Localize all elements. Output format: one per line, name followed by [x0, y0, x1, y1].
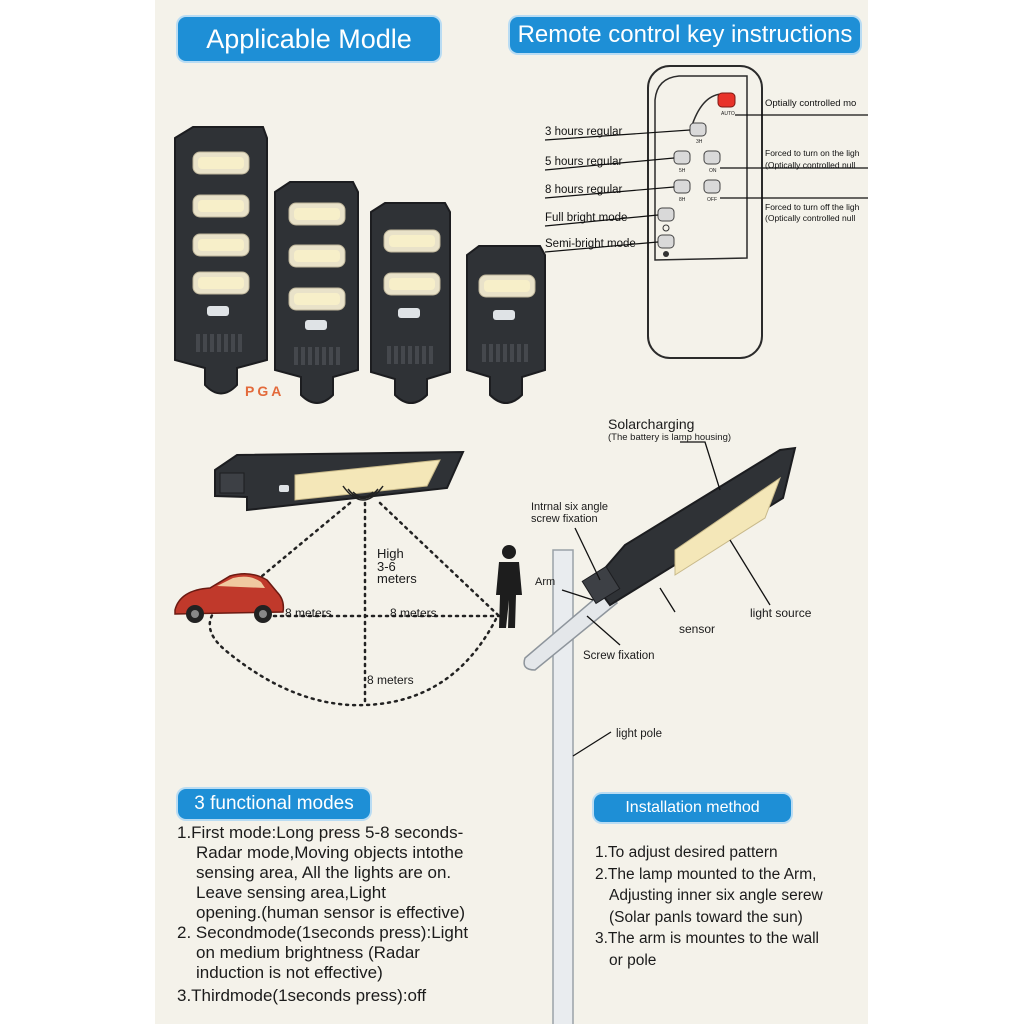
auto-key[interactable]: [717, 92, 736, 108]
install-step-2: 2.The lamp mounted to the Arm,: [595, 865, 817, 883]
remote-note-on-1: Forced to turn on the ligh: [765, 148, 860, 158]
pga-watermark: PGA: [245, 383, 285, 399]
screw-fixation-label: Screw fixation: [583, 650, 655, 662]
lamp-model-3-panel: [274, 181, 359, 404]
3h-key-text: 3H: [696, 139, 703, 145]
solar-charging-sub: (The battery is lamp housing): [608, 432, 732, 443]
8h-key-text: 8H: [679, 197, 686, 203]
mode-line-1: 1.First mode:Long press 5-8 seconds-: [177, 823, 464, 842]
radar-sensing-diagram: [174, 450, 522, 707]
mode-line-9: 3.Thirdmode(1seconds press):off: [177, 986, 427, 1005]
remote-label-5h: 5 hours regular: [545, 156, 623, 168]
on-key[interactable]: [703, 150, 721, 165]
remote-note-on-2: (Optically controlled null: [765, 160, 856, 170]
installation-steps-text: 1.To adjust desired pattern 2.The lamp m…: [595, 842, 865, 971]
remote-label-3h: 3 hours regular: [545, 126, 623, 138]
radar-left-distance: 8 meters: [285, 606, 332, 620]
mode-line-5: opening.(human sensor is effective): [196, 903, 466, 922]
remote-control-header: Remote control key instructions: [510, 17, 860, 53]
off-key[interactable]: [703, 179, 721, 194]
remote-note-off-1: Forced to turn off the ligh: [765, 202, 860, 212]
person-icon: [496, 545, 522, 628]
remote-control-header-text: Remote control key instructions: [517, 21, 853, 48]
car-icon: [174, 573, 285, 623]
install-step-2b: Adjusting inner six angle serew: [609, 887, 823, 904]
mode-line-4: Leave sensing area,Light: [196, 883, 386, 902]
on-key-text: ON: [709, 168, 717, 174]
installation-diagram: [523, 441, 797, 1024]
radar-unit-label: meters: [377, 571, 417, 586]
radar-range-label: 3-6: [377, 559, 396, 574]
mode-line-6: 2. Secondmode(1seconds press):Light: [177, 923, 469, 942]
remote-label-full: Full bright mode: [545, 212, 628, 224]
screw-fixation-inner-label-2: screw fixation: [531, 513, 598, 525]
mode-line-3: sensing area, All the lights are on.: [196, 863, 452, 882]
8h-key[interactable]: [673, 179, 691, 194]
mode-line-8: induction is not effective): [196, 963, 383, 982]
mode-line-7: on medium brightness (Radar: [196, 943, 420, 962]
installation-method-header: Installation method: [594, 794, 791, 822]
solar-charging-label: Solarcharging: [608, 416, 695, 432]
functional-modes-text: 1.First mode:Long press 5-8 seconds- Rad…: [177, 823, 577, 1006]
lamp-models-illustration: [174, 126, 546, 404]
3h-key[interactable]: [689, 122, 707, 137]
install-step-3b: or pole: [609, 951, 657, 969]
semi-bright-key[interactable]: [657, 234, 675, 249]
radar-right-distance: 8 meters: [390, 606, 437, 620]
lamp-model-1-panel: [466, 245, 546, 404]
functional-modes-header: 3 functional modes: [178, 789, 370, 819]
lamp-model-2-panel: [370, 202, 451, 404]
sun-full-icon: [662, 224, 670, 232]
sensor-label: sensor: [679, 622, 716, 636]
5h-key-text: 5H: [679, 168, 686, 174]
full-bright-key[interactable]: [657, 207, 675, 222]
sensor-waves-icon: [342, 485, 384, 501]
radar-high-label: High: [377, 546, 404, 561]
install-step-3: 3.The arm is mountes to the wall: [595, 930, 819, 947]
install-step-2c: (Solar panls toward the sun): [609, 908, 803, 926]
product-sheet: Applicable Modle Remote control key inst…: [155, 0, 868, 1024]
screw-fixation-inner-label-1: Intrnal six angle: [531, 501, 609, 513]
radar-down-distance: 8 meters: [367, 673, 414, 687]
installation-method-header-text: Installation method: [625, 799, 760, 816]
functional-modes-header-text: 3 functional modes: [194, 793, 354, 814]
radar-lamp: [214, 450, 465, 512]
applicable-model-header: Applicable Modle: [178, 17, 440, 61]
off-key-text: OFF: [707, 197, 717, 203]
applicable-model-header-text: Applicable Modle: [206, 24, 412, 54]
remote-label-semi: Semi-bright mode: [545, 238, 636, 250]
light-pole-label: light pole: [616, 728, 663, 740]
5h-key[interactable]: [673, 150, 691, 165]
remote-note-off-2: (Optically controlled null: [765, 213, 856, 223]
remote-label-8h: 8 hours regular: [545, 184, 623, 196]
remote-note-auto: Optially controlled mo: [765, 98, 857, 109]
arm-label: Arm: [535, 576, 556, 588]
light-source-label: light source: [750, 606, 812, 620]
mode-line-2: Radar mode,Moving objects intothe: [196, 843, 464, 862]
auto-key-text: AUTO: [721, 111, 735, 117]
remote-control-illustration: AUTO 3H 5H ON 8H OFF: [544, 65, 868, 359]
lamp-model-4-panel: [174, 126, 268, 395]
sun-half-icon: [663, 251, 669, 257]
install-step-1: 1.To adjust desired pattern: [595, 844, 778, 861]
